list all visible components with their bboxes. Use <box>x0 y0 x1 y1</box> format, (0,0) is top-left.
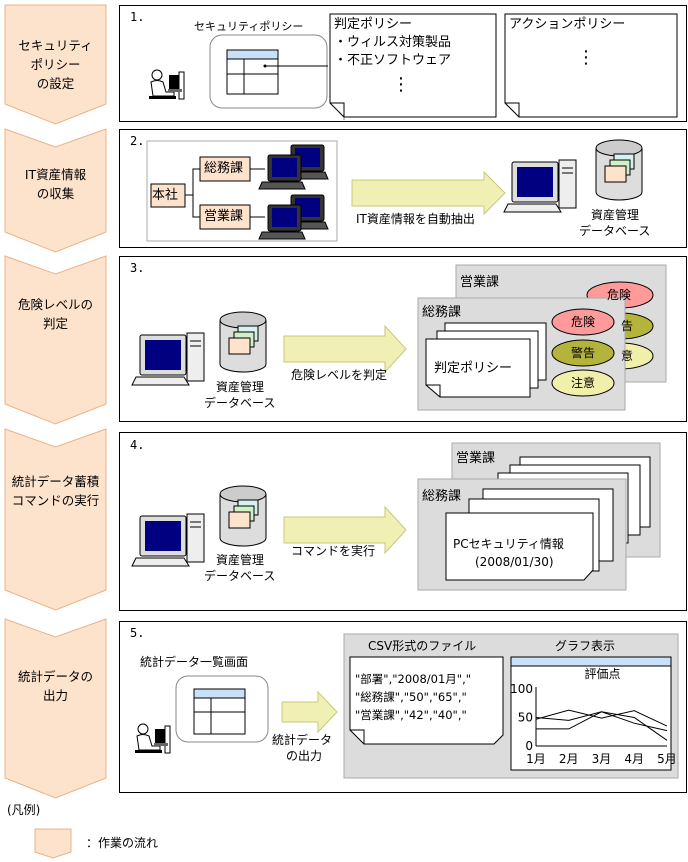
warning-label: 警告 <box>571 346 596 360</box>
csv-title: CSV形式のファイル <box>368 639 477 653</box>
action-policy-doc <box>504 13 678 118</box>
dept-sales-box <box>199 204 251 230</box>
step-number: 5. <box>130 626 145 640</box>
flow-label-line: 統計データの <box>17 669 93 684</box>
graph-title: グラフ表示 <box>555 639 616 653</box>
db-label-line: 資産管理 <box>591 208 640 222</box>
general-card-title: 総務課 <box>422 489 462 504</box>
step-number: 1. <box>130 10 145 24</box>
judge-arrow <box>283 324 407 374</box>
caution-badge <box>551 369 615 397</box>
chart-x-tick-label: 4月 <box>624 752 644 766</box>
chart-x-tick-label: 1月 <box>526 752 546 766</box>
legend-flow-swatch <box>34 828 72 859</box>
chart-y-tick-label: 0 <box>525 739 533 753</box>
action-policy-more: ⋮ <box>577 47 595 68</box>
flow-label-line: 統計データ蓄積 <box>11 474 100 489</box>
flow-step-1 <box>4 4 107 125</box>
csv-line: "部署","2008/01月"," <box>355 672 472 686</box>
chart-series-line <box>535 709 668 727</box>
flow-label-line: 危険レベルの <box>17 297 93 312</box>
command-arrow-label: コマンドを実行 <box>291 544 376 558</box>
judgement-policy-more: ⋮ <box>392 74 410 95</box>
head-office-label: 本社 <box>152 188 179 203</box>
danger-badge <box>551 308 615 336</box>
chart-y-tick-label: 100 <box>510 682 533 696</box>
flow-label-line: の収集 <box>36 186 75 201</box>
back-danger-label: 危険 <box>607 288 632 302</box>
flow-label-line: コマンドの実行 <box>11 493 100 508</box>
danger-label: 危険 <box>571 315 596 329</box>
warning-badge <box>551 339 615 367</box>
pc-security-info-line: PCセキュリティ情報 <box>453 537 564 551</box>
chart-series-line <box>535 711 668 741</box>
step-number: 2. <box>130 134 145 148</box>
command-arrow <box>283 505 407 555</box>
pc-security-info-doc <box>445 512 594 581</box>
sales-card-title: 営業課 <box>460 275 500 290</box>
judgement-policy-item: ・不正ソフトウェア <box>334 53 452 68</box>
security-policy-label: セキュリティポリシー <box>194 20 304 33</box>
judgement-policy-doc <box>329 13 497 120</box>
csv-line: "総務課","50","65"," <box>355 690 467 704</box>
flow-label-line: ポリシー <box>30 57 81 72</box>
dept-general-label: 総務課 <box>204 161 244 176</box>
db-label-line: データベース <box>204 569 276 583</box>
db-label-line: 資産管理 <box>216 553 265 567</box>
back-caution-label: 意 <box>621 349 634 363</box>
collect-arrow-label: IT資産情報を自動抽出 <box>356 212 475 226</box>
chart-series-line <box>536 711 668 732</box>
flow-step-5 <box>4 618 107 799</box>
output-arrow-label-line: 統計データ <box>272 733 333 747</box>
db-label-line: データベース <box>204 396 276 410</box>
output-arrow <box>281 690 338 734</box>
chart-x-tick-label: 3月 <box>592 752 612 766</box>
step-number: 4. <box>130 438 145 452</box>
chart-y-tick-label: 50 <box>518 711 533 725</box>
db-label-line: 資産管理 <box>216 380 265 394</box>
output-arrow-label-line: の出力 <box>286 749 323 763</box>
flow-step-3 <box>4 255 107 425</box>
dept-general-box <box>199 156 251 182</box>
pc-security-info-line: (2008/01/30) <box>475 555 554 569</box>
flow-label-line: 出力 <box>42 688 68 703</box>
chart-title: 評価点 <box>584 666 620 681</box>
graph-window <box>510 656 672 771</box>
caution-label: 注意 <box>571 376 596 390</box>
screen-label: 統計データ一覧画面 <box>140 655 249 669</box>
general-card-title: 総務課 <box>422 305 462 320</box>
judgement-policy-doc-label: 判定ポリシー <box>434 361 513 376</box>
chart-x-tick-label: 2月 <box>559 752 579 766</box>
flow-label-line: セキュリティ <box>18 38 93 53</box>
sales-card-title: 営業課 <box>456 451 496 466</box>
chart-x-tick-label: 5月 <box>657 752 677 766</box>
flow-step-2 <box>4 128 107 253</box>
dept-sales-label: 営業課 <box>204 209 244 224</box>
flow-step-4 <box>4 428 107 611</box>
legend-item-label: ：作業の流れ <box>86 836 159 850</box>
flow-label-line: IT資産情報 <box>24 167 87 182</box>
action-policy-title: アクションポリシー <box>509 17 626 32</box>
judge-arrow-label: 危険レベルを判定 <box>291 368 388 382</box>
collect-arrow <box>351 170 506 216</box>
flow-label-line: の設定 <box>36 76 75 91</box>
csv-line: "営業課","42","40"," <box>355 708 467 722</box>
legend-title: (凡例) <box>7 803 41 817</box>
flow-label-line: 判定 <box>42 316 68 331</box>
judgement-policy-item: ・ウィルス対策製品 <box>334 35 452 50</box>
back-warning-label: 告 <box>621 319 634 333</box>
db-label-line: データベース <box>579 224 651 238</box>
step-number: 3. <box>130 261 145 275</box>
judgement-policy-title: 判定ポリシー <box>334 17 413 32</box>
